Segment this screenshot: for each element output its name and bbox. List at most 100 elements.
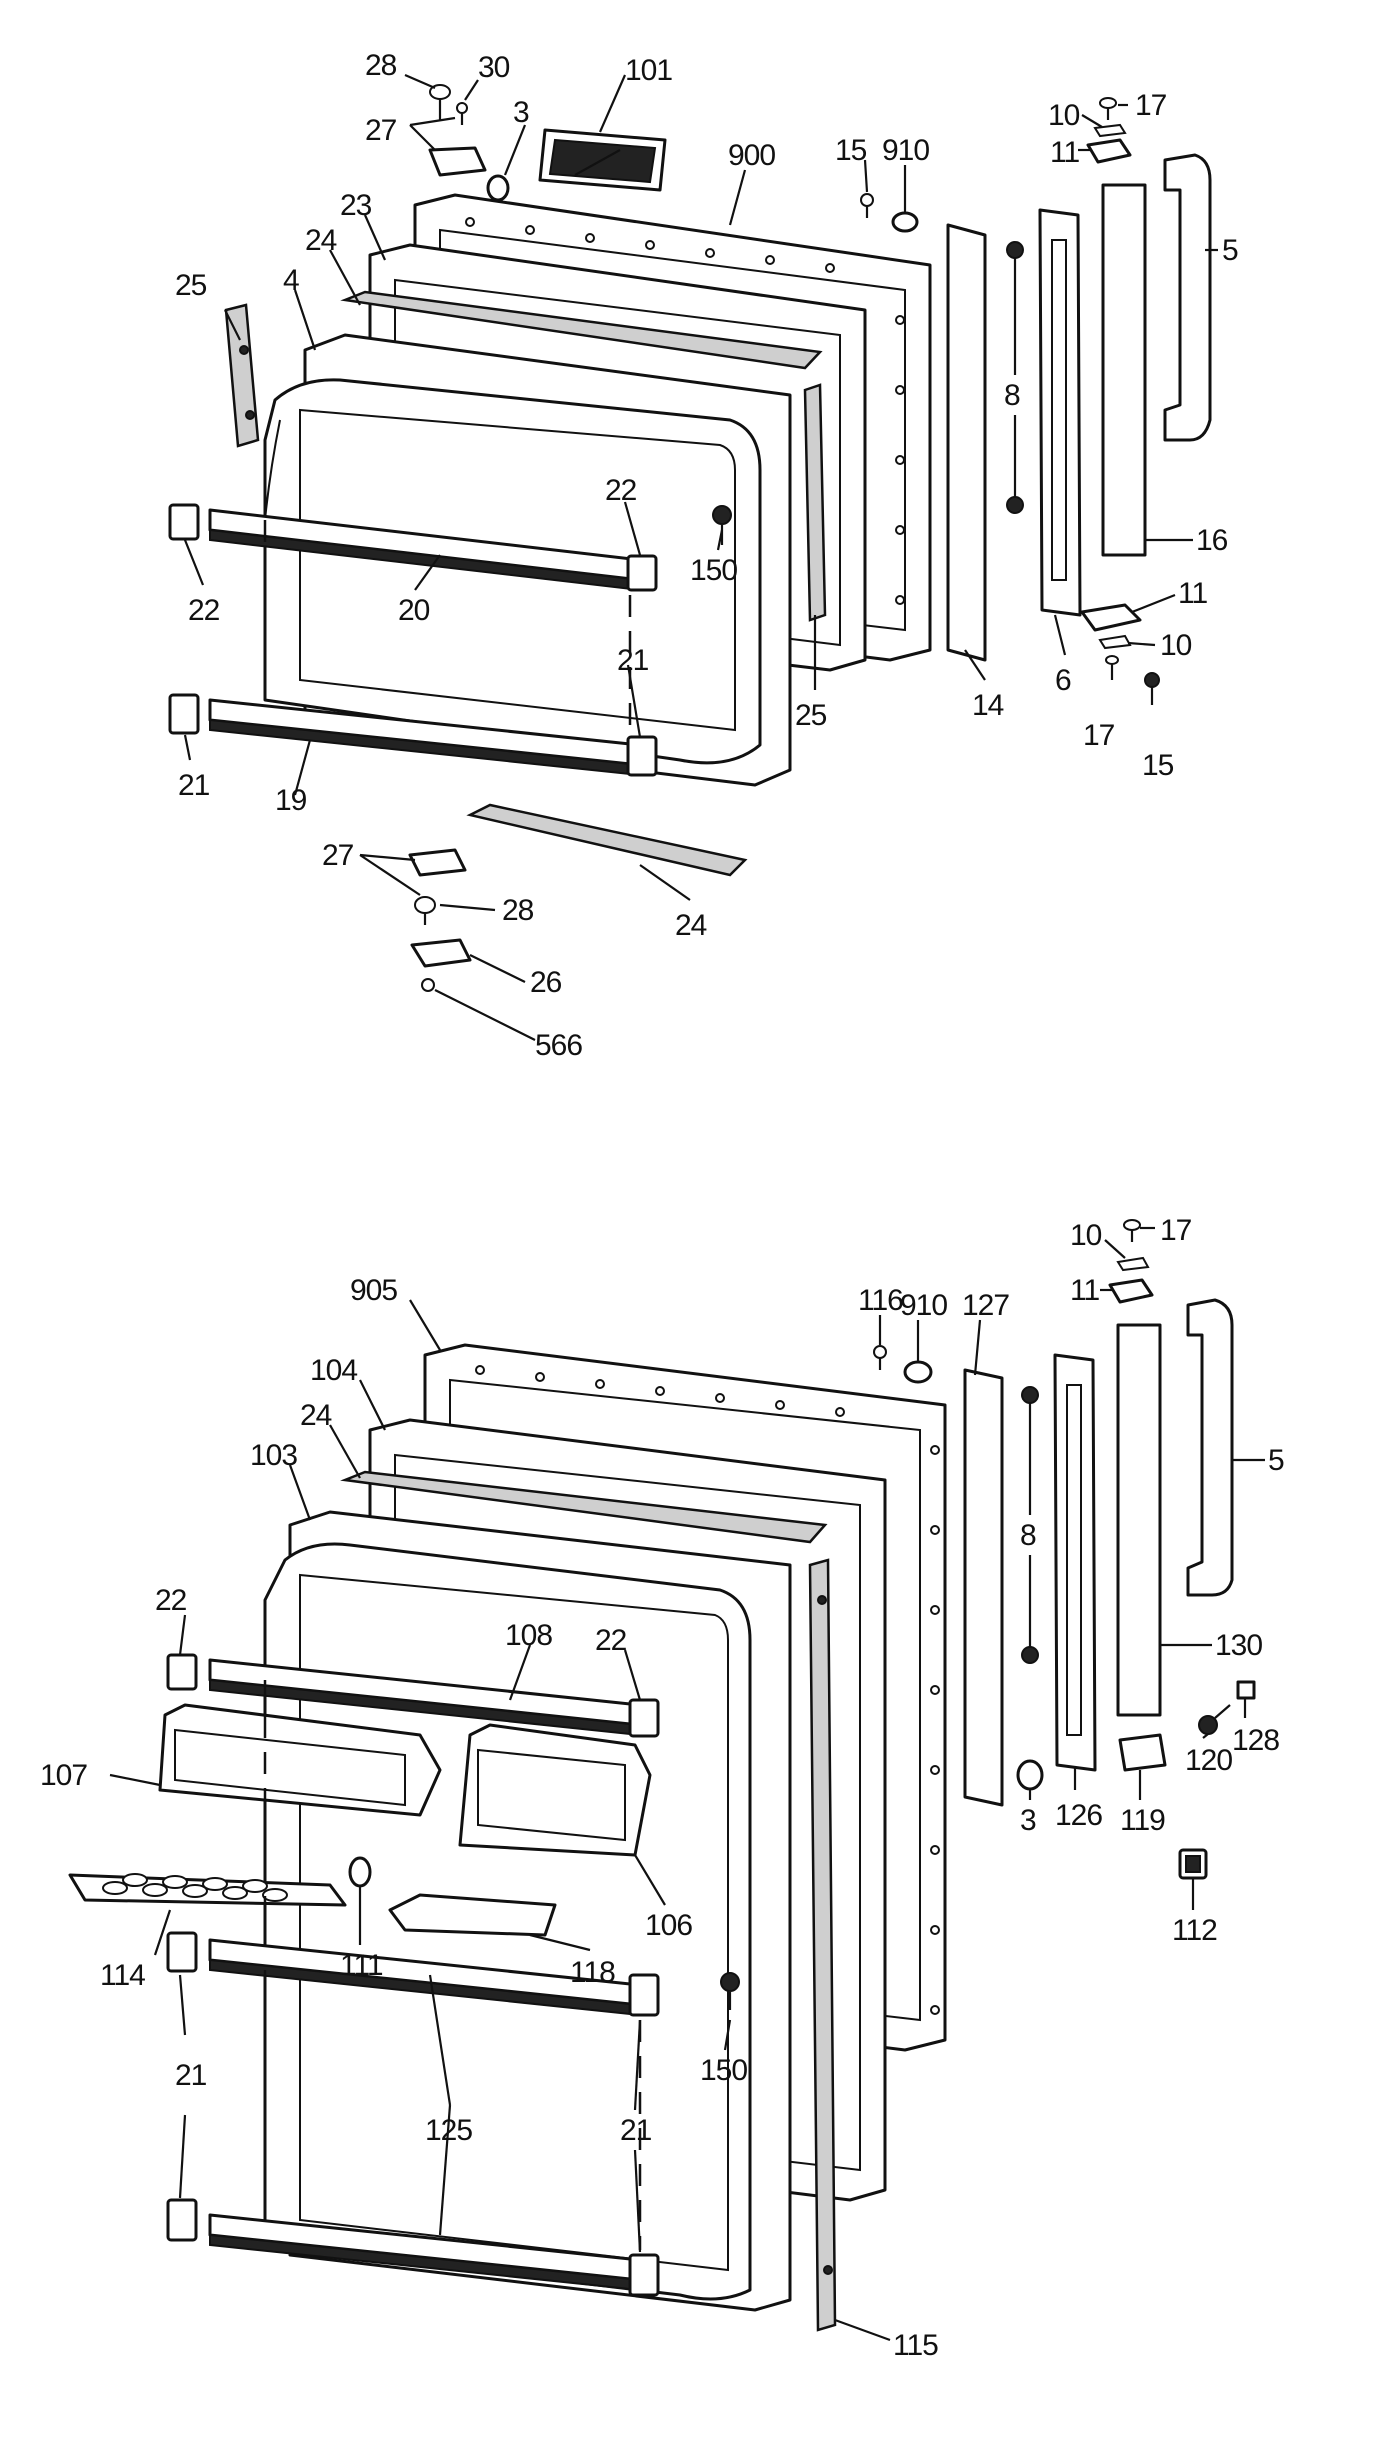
- fresh-food-callout-labels: 116 910 127 10 17 11 905 104 24 103 5 8 …: [40, 1214, 1285, 2362]
- callout-22-left: 22: [188, 594, 220, 627]
- callout-11-lower: 11: [1070, 1274, 1099, 1307]
- shelf-bar-125-upper: [208, 1938, 642, 2017]
- callout-24-lower: 24: [300, 1399, 332, 1432]
- callout-17b: 17: [1083, 719, 1115, 752]
- screw-28-top: [429, 84, 451, 120]
- callout-115: 115: [893, 2329, 938, 2362]
- callout-900: 900: [728, 139, 775, 172]
- callout-22-lower-right: 22: [595, 1624, 627, 1657]
- hinge-pad-11-bottom: [1080, 603, 1142, 632]
- fresh-food-leaders: [109, 1226, 1265, 2342]
- cap-3-lower: [1016, 1759, 1044, 1791]
- shim-10-bottom: [1098, 634, 1132, 650]
- shim-10-lower: [1116, 1256, 1150, 1272]
- callout-20: 20: [398, 594, 430, 627]
- screw-116: [873, 1345, 887, 1370]
- callout-21-lower-right: 21: [620, 2114, 652, 2147]
- callout-112: 112: [1172, 1914, 1217, 1947]
- screw-150-lower: [720, 1972, 740, 2010]
- screw-15-top: [860, 193, 874, 218]
- screw-120: [1198, 1704, 1231, 1735]
- callout-28: 28: [365, 49, 397, 82]
- callout-103: 103: [250, 1439, 297, 1472]
- callout-28b: 28: [502, 894, 534, 927]
- callout-120: 120: [1185, 1744, 1232, 1777]
- egg-tray-114: [68, 1873, 347, 1907]
- screw-17-top: [1099, 97, 1117, 120]
- shelf-clip-22-lower-left: [166, 1653, 198, 1691]
- hinge-block-119: [1118, 1733, 1167, 1772]
- callout-566: 566: [535, 1029, 582, 1062]
- callout-17-lower: 17: [1160, 1214, 1192, 1247]
- trim-strip-127: [963, 1368, 1004, 1807]
- callout-30: 30: [478, 51, 510, 84]
- gasket-strip-115: [808, 1558, 837, 2332]
- gasket-strip-25-right: [803, 383, 827, 622]
- screw-15-bottom: [1144, 672, 1160, 705]
- callout-5-lower: 5: [1268, 1444, 1284, 1477]
- callout-116: 116: [858, 1284, 903, 1317]
- callout-27b: 27: [322, 839, 354, 872]
- callout-19: 19: [275, 784, 307, 817]
- shelf-clip-21-right: [626, 735, 658, 777]
- screw-17-bottom: [1105, 655, 1119, 680]
- callout-10b: 10: [1160, 629, 1192, 662]
- shelf-clip-21-upper-right: [628, 1973, 660, 2017]
- hinge-strip-25-left: [224, 303, 260, 448]
- shelf-clip-21-upper-left: [166, 1931, 198, 1973]
- freezer-door-assembly: [168, 84, 1212, 992]
- gasket-strip-24-top: [340, 290, 823, 370]
- callout-11b: 11: [1178, 577, 1207, 610]
- shelf-clip-22-left: [168, 503, 200, 541]
- cap-3-top: [486, 174, 510, 202]
- callout-128: 128: [1232, 1724, 1279, 1757]
- callout-3: 3: [513, 96, 529, 129]
- callout-25: 25: [175, 269, 207, 302]
- callout-905: 905: [350, 1274, 397, 1307]
- shim-10-top: [1093, 123, 1127, 138]
- callout-8-lower: 8: [1020, 1519, 1036, 1552]
- callout-10-lower: 10: [1070, 1219, 1102, 1252]
- callout-26: 26: [530, 966, 562, 999]
- shelf-bar-20: [208, 508, 642, 592]
- callout-114: 114: [100, 1959, 145, 1992]
- screw-30-top: [456, 102, 468, 125]
- callout-4: 4: [283, 264, 299, 297]
- hinge-block-27-top: [428, 146, 487, 177]
- callout-108: 108: [505, 1619, 552, 1652]
- screw-28-bottom: [414, 896, 436, 925]
- shelf-bar-108: [208, 1658, 642, 1737]
- handle-channel-130: [1116, 1323, 1162, 1717]
- callout-21-lower-left: 21: [175, 2059, 207, 2092]
- trim-strip-14: [946, 223, 987, 662]
- callout-10: 10: [1048, 99, 1080, 132]
- callout-8: 8: [1004, 379, 1020, 412]
- callout-125: 125: [425, 2114, 472, 2147]
- callout-910: 910: [882, 134, 929, 167]
- callout-150-lower: 150: [700, 2054, 747, 2087]
- callout-127: 127: [962, 1289, 1009, 1322]
- part-112: [1178, 1848, 1208, 1880]
- callout-17: 17: [1135, 89, 1167, 122]
- handle-channel-16: [1101, 183, 1147, 557]
- shelf-clip-21-lower-left: [166, 2198, 198, 2242]
- callout-11: 11: [1050, 136, 1079, 169]
- callout-107: 107: [40, 1759, 87, 1792]
- callout-119: 119: [1120, 1804, 1165, 1837]
- screw-566: [421, 978, 435, 992]
- plug-910-top: [891, 211, 919, 233]
- callout-118: 118: [570, 1956, 615, 1989]
- callout-24b: 24: [675, 909, 707, 942]
- door-handle-5-lower: [1186, 1298, 1234, 1597]
- callout-15b: 15: [1142, 749, 1174, 782]
- callout-22-lower-left: 22: [155, 1584, 187, 1617]
- shelf-clip-22-lower-right: [628, 1698, 660, 1738]
- bin-107: [158, 1703, 442, 1817]
- nut-128: [1236, 1680, 1256, 1700]
- callout-3-lower: 3: [1020, 1804, 1036, 1837]
- shelf-clip-21-left: [168, 693, 200, 735]
- freezer-callout-labels: 28 30 27 3 101 900 15 910 10 17 11 5 23 …: [175, 49, 1239, 1062]
- callout-104: 104: [310, 1354, 357, 1387]
- tray-118: [388, 1893, 557, 1937]
